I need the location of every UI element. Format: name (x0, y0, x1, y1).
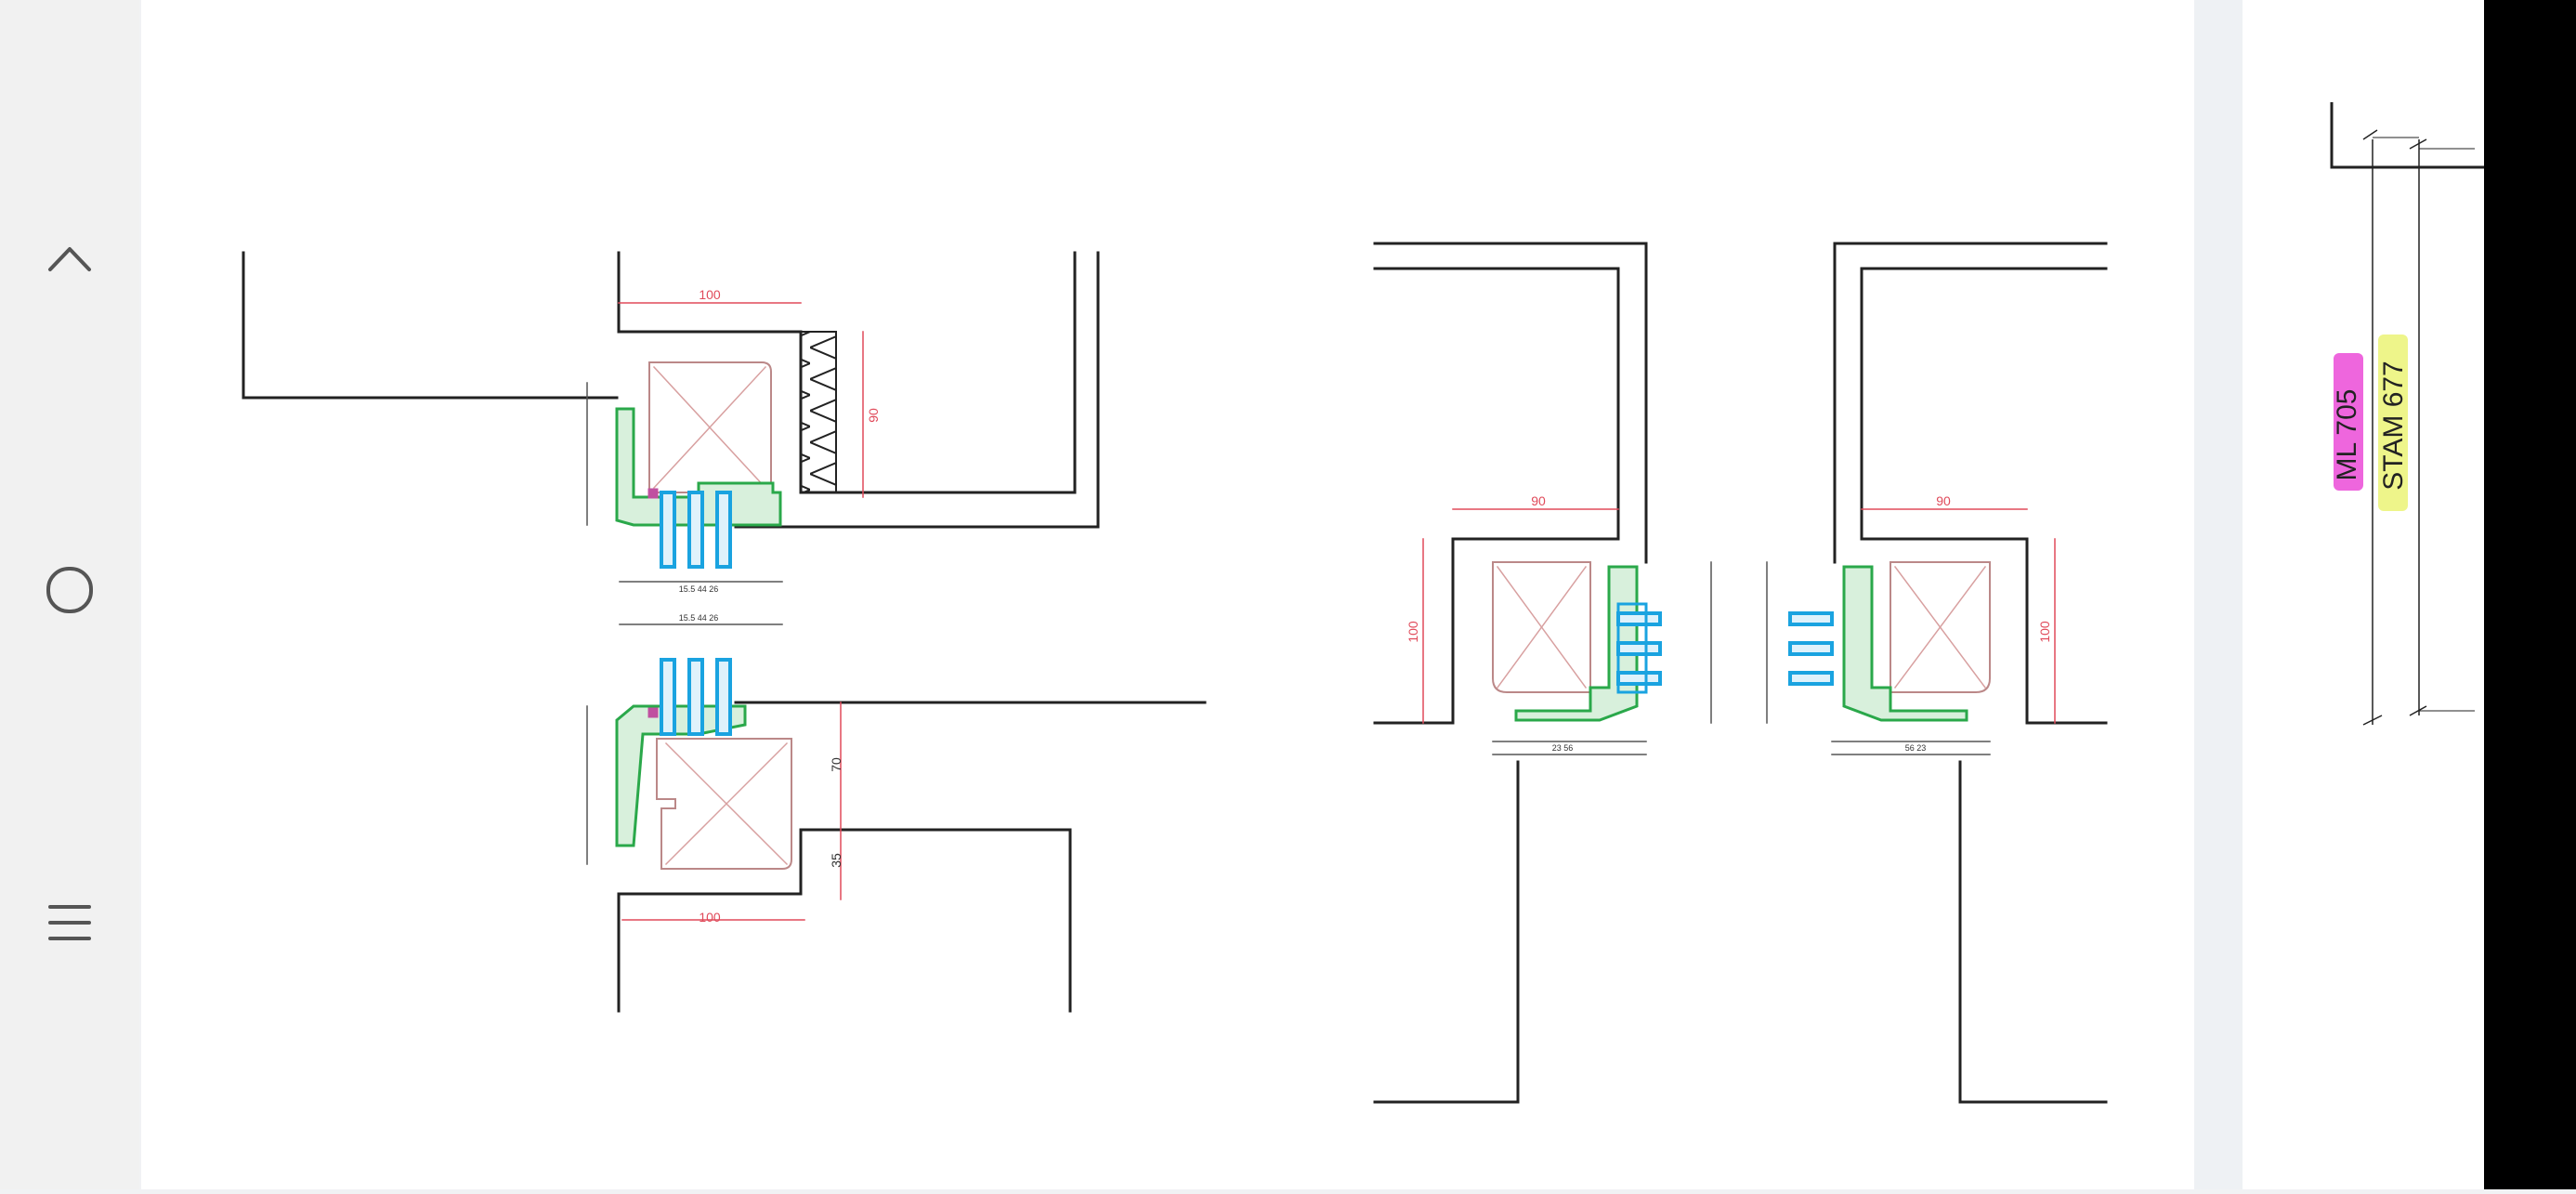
dim-middle-bottom: 23 56 (1552, 743, 1574, 753)
dim-top-left-width: 100 (699, 287, 721, 302)
drawing-page: 100 90 100 90 100 90 100 70 35 15.5 44 2… (141, 0, 2194, 1189)
next-drawing-fragment: ML 705 STAM 677 (2330, 102, 2484, 726)
ml-705-label: ML 705 (2332, 389, 2362, 481)
home-circle-icon[interactable] (33, 553, 107, 627)
dim-top-left-height: 90 (866, 408, 881, 423)
technical-drawing: 100 90 100 90 100 90 100 70 35 15.5 44 2… (242, 242, 2108, 1104)
dim-right-width: 90 (1936, 493, 1951, 508)
next-drawing-page: ML 705 STAM 677 (2243, 0, 2484, 1189)
black-edge (2484, 0, 2576, 1189)
dim-top-left-profile: 15.5 44 26 (679, 584, 719, 594)
dim-right-bottom: 56 23 (1905, 743, 1927, 753)
dim-bottom-left-70: 70 (829, 757, 843, 772)
ml-highlight (2334, 353, 2363, 491)
dim-bottom-left-profile: 15.5 44 26 (679, 613, 719, 623)
dim-bottom-left-width: 100 (699, 910, 721, 925)
chevron-up-icon[interactable] (33, 220, 107, 295)
dim-right-height: 100 (2037, 621, 2052, 643)
dim-bottom-left-35: 35 (829, 853, 843, 868)
page-gap (2194, 0, 2243, 1189)
stam-677-label: STAM 677 (2378, 361, 2409, 491)
navigation-sidebar (0, 0, 139, 1189)
dim-middle-height: 100 (1406, 621, 1420, 643)
detail-top-left (242, 251, 1100, 583)
detail-middle (1373, 242, 1712, 1104)
stam-highlight (2378, 335, 2408, 511)
menu-lines-icon[interactable] (33, 886, 107, 960)
detail-bottom-left (586, 623, 1207, 1013)
dim-middle-width: 90 (1531, 493, 1546, 508)
detail-right (1766, 242, 2108, 1104)
